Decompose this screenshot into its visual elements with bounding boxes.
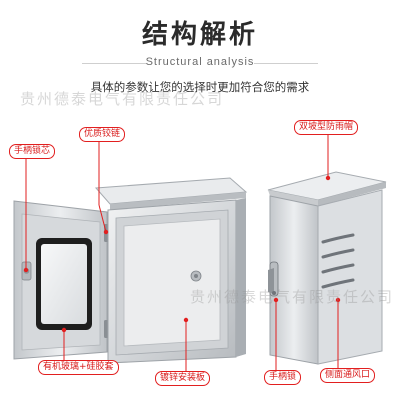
watermark-bottom: 贵州德泰电气有限责任公司 xyxy=(190,288,395,306)
label-handle-lock: 手柄锁 xyxy=(264,370,302,385)
open-door xyxy=(13,200,108,360)
page-tagline: 具体的参数让您的选择时更加符合您的需求 xyxy=(90,80,310,94)
label-glass-seal: 有机玻璃+硅胶套 xyxy=(38,360,119,375)
handle-lock-icon xyxy=(268,261,279,297)
leader-lines xyxy=(23,134,341,371)
watermark-top: 贵州德泰电气有限责任公司 xyxy=(20,90,225,108)
page-subtitle: Structural analysis xyxy=(145,56,255,68)
label-handle-lock-core: 手柄锁芯 xyxy=(9,144,56,159)
label-hinge: 优质铰链 xyxy=(79,127,126,142)
mounting-plate xyxy=(123,218,221,347)
label-rain-hood: 双坡型防雨帽 xyxy=(294,120,359,135)
label-side-vent: 侧面通风口 xyxy=(320,368,376,383)
subtitle-right-rule xyxy=(254,63,318,64)
label-mounting-plate: 镀锌安装板 xyxy=(155,371,211,386)
subtitle-left-rule xyxy=(82,63,146,64)
main-cabinet xyxy=(94,177,248,364)
closed-cabinet xyxy=(267,171,387,365)
page-title: 结构解析 xyxy=(141,20,258,50)
side-vent-icon xyxy=(321,233,355,289)
